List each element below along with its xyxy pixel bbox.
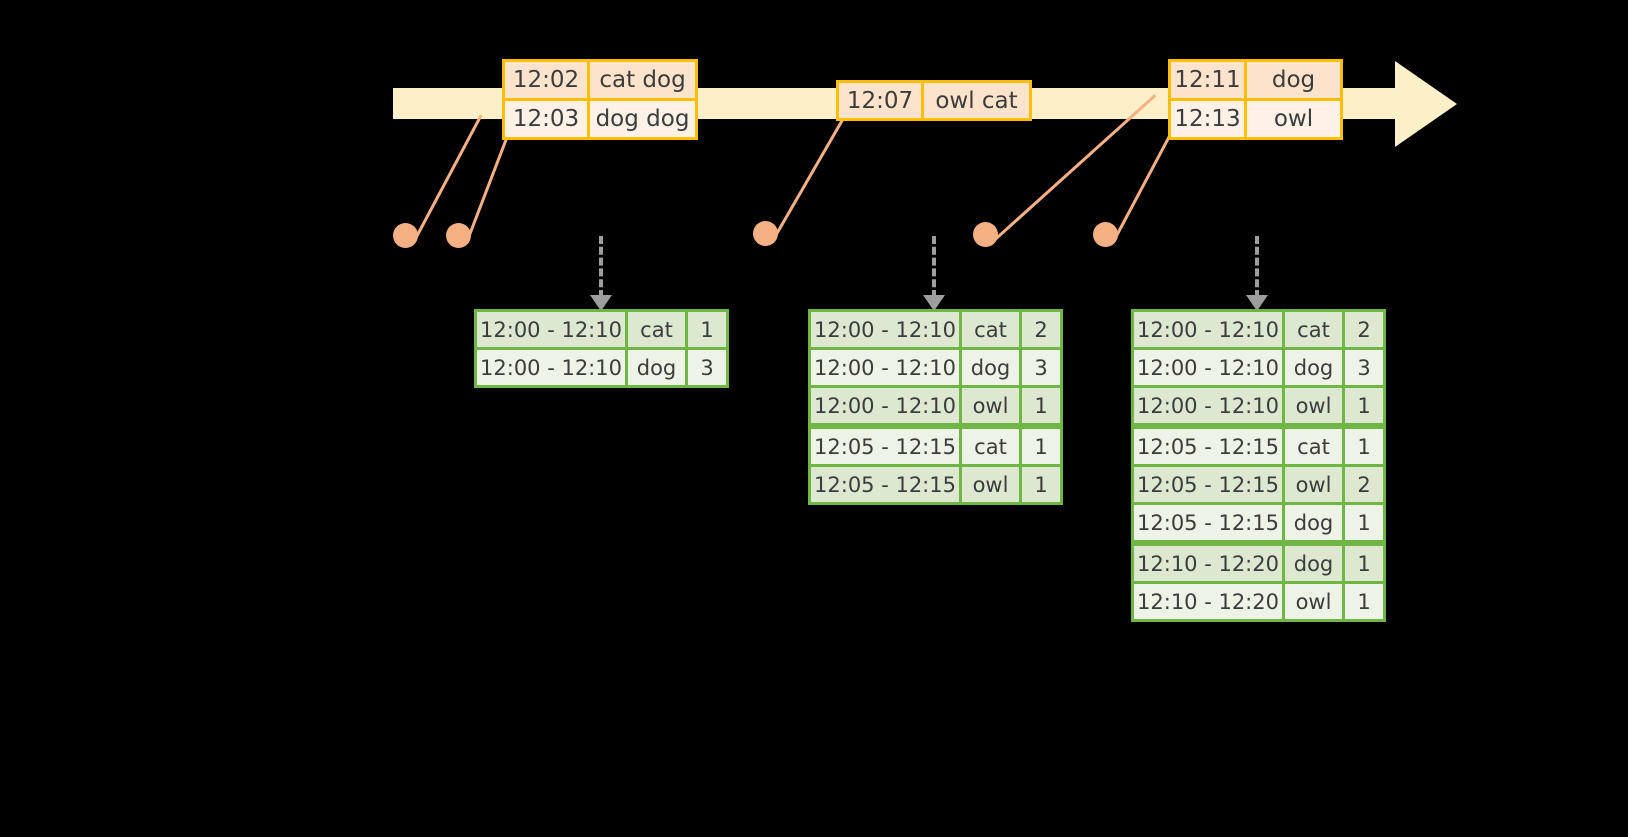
table-cell-count: 3 — [688, 350, 726, 385]
table-cell-window: 12:00 - 12:10 — [811, 388, 959, 423]
event-words: owl cat — [924, 83, 1029, 118]
table-cell-count: 1 — [688, 312, 726, 347]
timeline-bar-joiner — [1370, 88, 1400, 119]
table-cell-count: 1 — [1022, 429, 1060, 464]
table-cell-count: 1 — [1345, 505, 1383, 540]
table-cell-window: 12:10 - 12:20 — [1134, 584, 1282, 619]
table-cell-word: owl — [1285, 467, 1342, 502]
table-cell-count: 1 — [1022, 388, 1060, 423]
table-cell-count: 1 — [1345, 584, 1383, 619]
table-cell-window: 12:00 - 12:10 — [477, 350, 625, 385]
event-row: 12:03 dog dog — [505, 98, 695, 137]
table-cell-window: 12:10 - 12:20 — [1134, 546, 1282, 581]
table-cell-window: 12:00 - 12:10 — [477, 312, 625, 347]
table-cell-window: 12:00 - 12:10 — [811, 312, 959, 347]
event-box-2: 12:07 owl cat — [836, 80, 1032, 121]
connector-line-3 — [772, 110, 849, 240]
flow-arrow-shaft-2 — [932, 236, 936, 298]
table-cell-count: 1 — [1022, 467, 1060, 502]
table-cell-window: 12:00 - 12:10 — [1134, 312, 1282, 347]
flow-arrow-head-3 — [1246, 295, 1268, 311]
table-cell-count: 2 — [1345, 312, 1383, 347]
event-row: 12:02 cat dog — [505, 62, 695, 98]
connector-dot-3 — [753, 221, 778, 246]
table-cell-window: 12:05 - 12:15 — [811, 467, 959, 502]
table-cell-count: 3 — [1022, 350, 1060, 385]
table-cell-word: cat — [628, 312, 685, 347]
table-cell-word: owl — [1285, 584, 1342, 619]
event-time: 12:03 — [505, 101, 590, 137]
event-words: dog — [1247, 62, 1340, 98]
table-cell-window: 12:05 - 12:15 — [1134, 505, 1282, 540]
flow-arrow-head-2 — [923, 295, 945, 311]
connector-dot-2 — [446, 223, 471, 248]
table-cell-word: cat — [1285, 429, 1342, 464]
event-words: cat dog — [590, 62, 695, 98]
table-cell-word: cat — [1285, 312, 1342, 347]
table-cell-word: owl — [962, 467, 1019, 502]
table-cell-word: dog — [1285, 546, 1342, 581]
table-cell-word: owl — [962, 388, 1019, 423]
connector-dot-5 — [1093, 222, 1118, 247]
table-cell-word: owl — [1285, 388, 1342, 423]
event-row: 12:13 owl — [1171, 98, 1340, 137]
event-time: 12:07 — [839, 83, 924, 118]
table-cell-word: dog — [1285, 505, 1342, 540]
event-row: 12:11 dog — [1171, 62, 1340, 98]
event-box-1: 12:02 cat dog 12:03 dog dog — [502, 59, 698, 140]
event-words: dog dog — [590, 101, 695, 137]
table-cell-word: dog — [628, 350, 685, 385]
event-box-3: 12:11 dog 12:13 owl — [1168, 59, 1343, 140]
table-cell-word: dog — [1285, 350, 1342, 385]
table-cell-window: 12:00 - 12:10 — [1134, 388, 1282, 423]
event-row: 12:07 owl cat — [839, 83, 1029, 118]
table-cell-window: 12:00 - 12:10 — [811, 350, 959, 385]
table-cell-word: dog — [962, 350, 1019, 385]
table-cell-window: 12:00 - 12:10 — [1134, 350, 1282, 385]
table-cell-count: 2 — [1345, 467, 1383, 502]
event-words: owl — [1247, 101, 1340, 137]
flow-arrow-head-1 — [590, 295, 612, 311]
event-time: 12:13 — [1171, 101, 1247, 137]
table-cell-count: 1 — [1345, 429, 1383, 464]
event-time: 12:11 — [1171, 62, 1247, 98]
flow-arrow-shaft-1 — [599, 236, 603, 298]
connector-dot-4 — [973, 222, 998, 247]
table-cell-count: 3 — [1345, 350, 1383, 385]
table-cell-window: 12:05 - 12:15 — [1134, 467, 1282, 502]
table-cell-word: cat — [962, 312, 1019, 347]
connector-line-5 — [1112, 122, 1178, 242]
table-cell-window: 12:05 - 12:15 — [1134, 429, 1282, 464]
flow-arrow-shaft-3 — [1255, 236, 1259, 298]
event-time: 12:02 — [505, 62, 590, 98]
connector-dot-1 — [393, 223, 418, 248]
table-cell-count: 1 — [1345, 546, 1383, 581]
table-cell-count: 2 — [1022, 312, 1060, 347]
table-cell-count: 1 — [1345, 388, 1383, 423]
time-axis-arrow — [1395, 61, 1457, 147]
table-cell-word: cat — [962, 429, 1019, 464]
table-cell-window: 12:05 - 12:15 — [811, 429, 959, 464]
connector-line-2 — [465, 124, 514, 243]
